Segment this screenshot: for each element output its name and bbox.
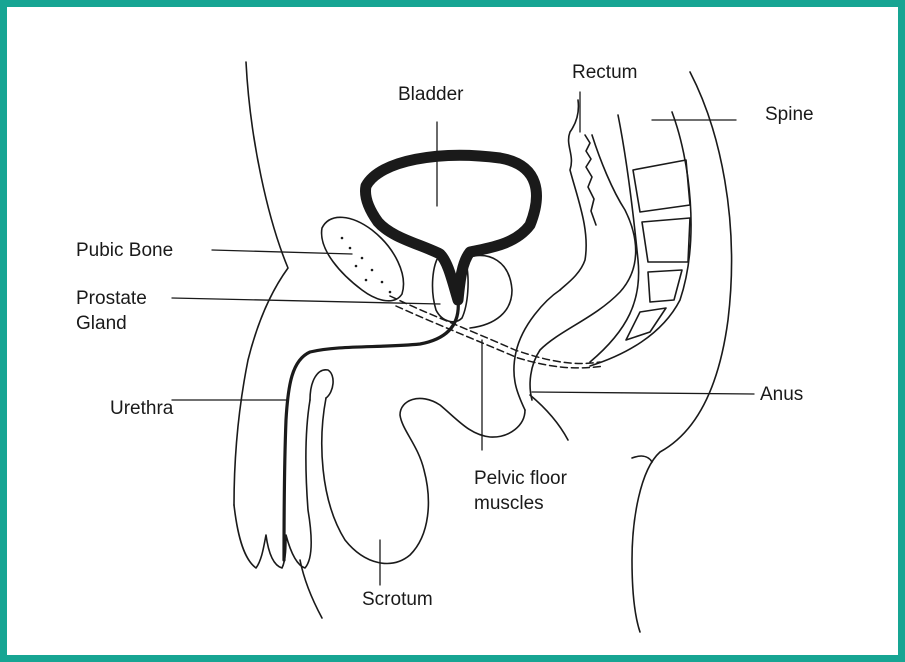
- front-body-outline: [234, 62, 288, 505]
- pubic-bone-speckle: [371, 269, 374, 272]
- pubic-bone-speckle: [389, 291, 392, 294]
- pelvic-floor-label-line1: Pelvic floor: [474, 468, 567, 490]
- vertebra-4: [626, 308, 666, 340]
- urethra-label: Urethra: [110, 398, 173, 420]
- prostate-label-line1: Prostate: [76, 288, 147, 310]
- lower-body-line: [300, 560, 322, 618]
- back-fold: [632, 456, 652, 462]
- pubic-bone-speckle: [349, 247, 352, 250]
- prostate-label-line2: Gland: [76, 313, 127, 335]
- vertebra-3: [648, 270, 682, 302]
- back-outline: [632, 72, 732, 632]
- spine-label: Spine: [765, 104, 814, 126]
- prostate-lobe: [466, 256, 512, 328]
- pubic-bone-speckle: [361, 257, 364, 260]
- rectum-outer: [560, 100, 586, 290]
- bladder-wall: [366, 155, 537, 300]
- rectum-label: Rectum: [572, 62, 637, 84]
- bladder-label: Bladder: [398, 84, 464, 106]
- pubic-bone-label: Pubic Bone: [76, 240, 173, 262]
- pubic-bone-speckle: [365, 279, 368, 282]
- pubic-bone-speckle: [355, 265, 358, 268]
- penis-outline: [234, 400, 311, 568]
- anus-leader: [532, 392, 754, 394]
- anus-label: Anus: [760, 384, 803, 406]
- pelvic-floor-label-line2: muscles: [474, 493, 544, 515]
- pubic-bone-speckle: [341, 237, 344, 240]
- rectum-inner: [530, 135, 636, 400]
- vertebra-2: [642, 218, 690, 262]
- pelvic-floor-muscle-2: [396, 306, 604, 368]
- rectum-wavy: [585, 135, 596, 225]
- scrotum-label: Scrotum: [362, 589, 433, 611]
- spine-back-line: [590, 112, 691, 366]
- pubic-bone-speckle: [381, 281, 384, 284]
- buttock-outline: [530, 395, 568, 440]
- penis-inner: [310, 370, 333, 400]
- vertebra-1: [633, 160, 690, 212]
